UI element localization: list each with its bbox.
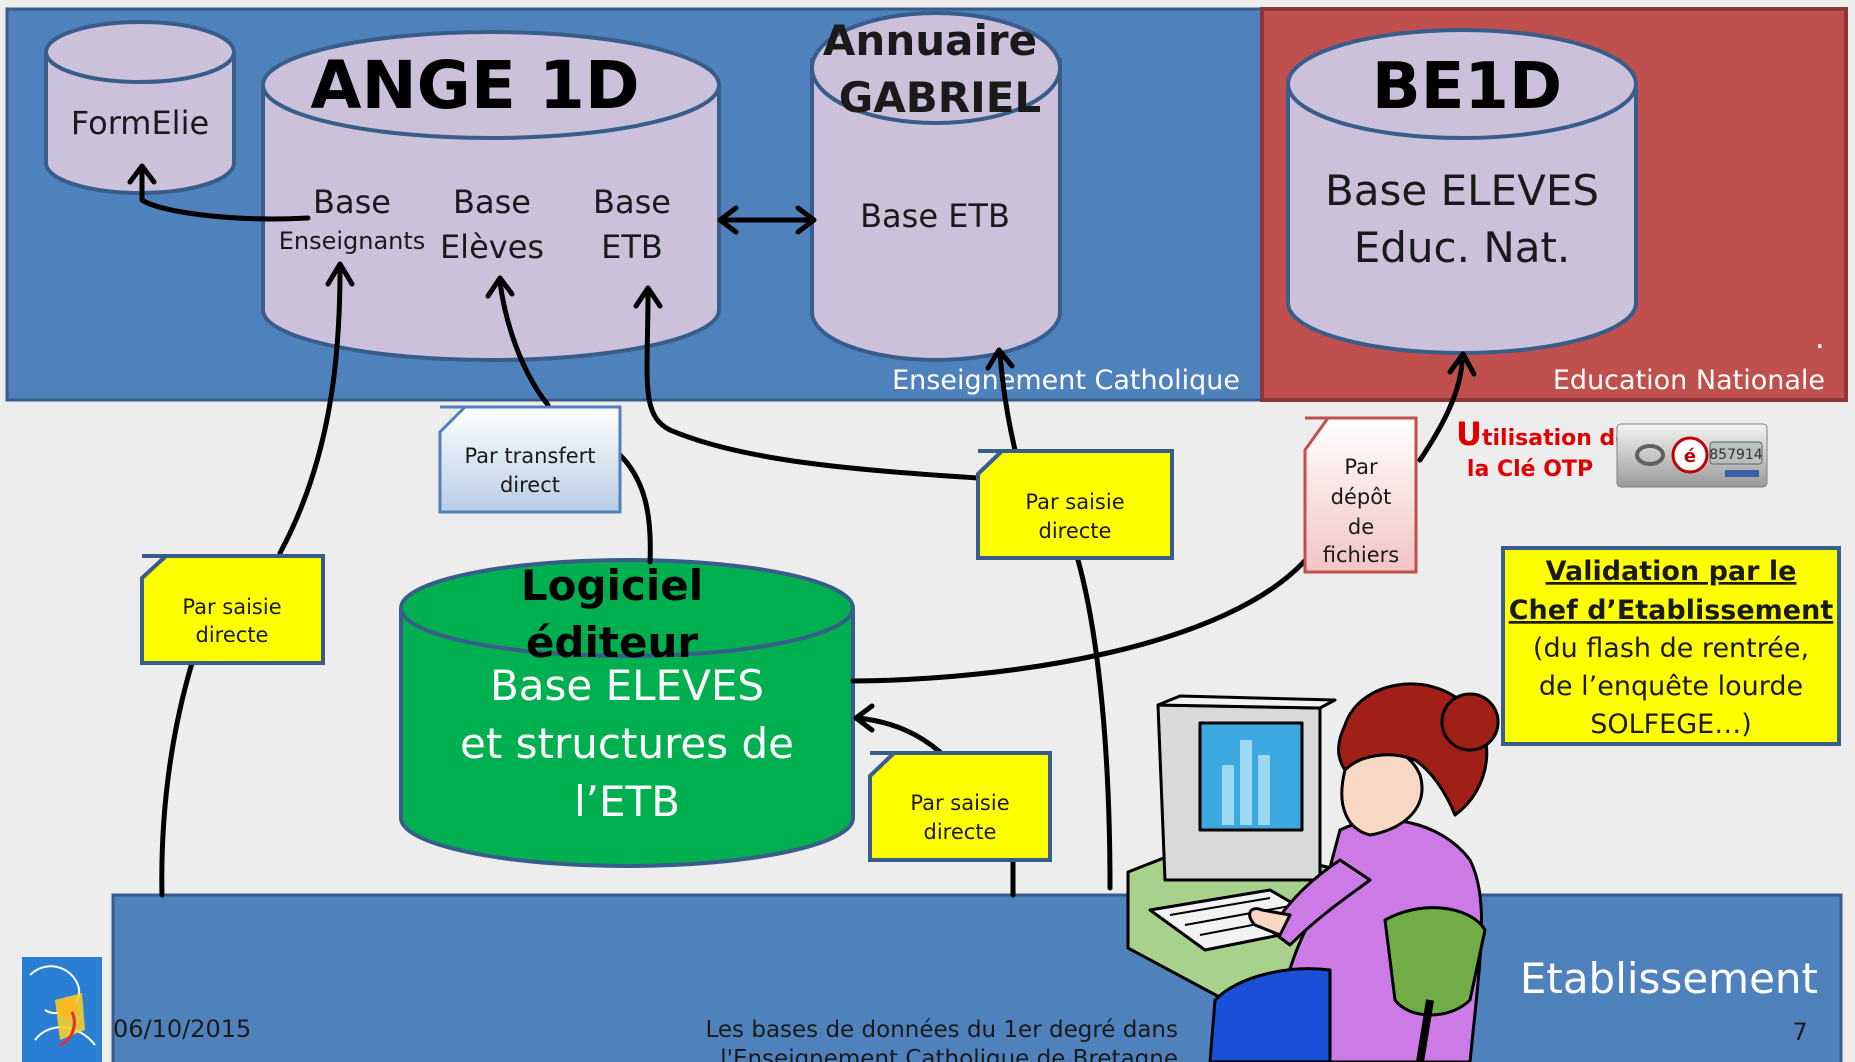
note-saisie-mid: Par saisie directe bbox=[976, 449, 1174, 560]
note-depot-4: fichiers bbox=[1323, 543, 1399, 567]
arrow-enseignants-formelie bbox=[139, 165, 311, 222]
line-logiciel-depot bbox=[850, 552, 1313, 684]
arrow-saisie-ange-etb bbox=[644, 289, 981, 481]
validation-title-1: Validation par le bbox=[1546, 556, 1797, 587]
logiciel-line-3: l’ETB bbox=[574, 777, 680, 826]
be1d-line-2: Educ. Nat. bbox=[1354, 223, 1571, 272]
validation-line-2: de l’enquête lourde bbox=[1539, 671, 1803, 702]
school-region bbox=[111, 893, 1843, 1062]
logiciel-database: Logiciel éditeur Base ELEVES et structur… bbox=[399, 558, 855, 868]
line-school-saisie-left bbox=[159, 660, 195, 898]
note-depot-1: Par bbox=[1344, 455, 1378, 479]
line-school-saisie-mid bbox=[1075, 557, 1113, 891]
connectors bbox=[127, 163, 1477, 898]
footer-page-number: 7 bbox=[1792, 1018, 1807, 1046]
arrowhead-enseignants bbox=[325, 261, 355, 287]
arrowhead-formelie bbox=[127, 163, 157, 185]
note-depot-2: dépôt bbox=[1331, 485, 1392, 509]
logiciel-line-1: Base ELEVES bbox=[490, 661, 764, 710]
national-dot: . bbox=[1815, 321, 1825, 356]
arrow-saisie-gabriel bbox=[997, 352, 1018, 453]
arrow-saisie-enseignants bbox=[277, 267, 343, 556]
note-saisie-left: Par saisie directe bbox=[140, 554, 325, 665]
gabriel-database: Annuaire GABRIEL Base ETB bbox=[810, 11, 1062, 362]
ange-database: ANGE 1D Base Enseignants Base Elèves Bas… bbox=[261, 30, 721, 362]
arrow-depot-be1d bbox=[1417, 359, 1465, 463]
be1d-database: BE1D Base ELEVES Educ. Nat. bbox=[1286, 28, 1638, 355]
formelie-database: FormElie bbox=[44, 20, 236, 195]
ange-base-eleves-1: Base bbox=[453, 183, 531, 221]
be1d-line-1: Base ELEVES bbox=[1325, 166, 1599, 215]
footer-date: 06/10/2015 bbox=[113, 1015, 251, 1043]
arrowhead-ange-etb bbox=[633, 285, 663, 309]
logiciel-title-2: éditeur bbox=[526, 618, 698, 667]
note-saisie-mid-2: directe bbox=[1039, 519, 1112, 543]
arrowhead-etb bbox=[717, 205, 739, 235]
ange-base-etb-1: Base bbox=[593, 183, 671, 221]
note-transfert-1: Par transfert bbox=[464, 444, 595, 468]
otp-rest: tilisation de bbox=[1482, 426, 1630, 451]
school-label: Etablissement bbox=[1520, 954, 1818, 1003]
ange-base-enseignants-2: Enseignants bbox=[279, 227, 426, 255]
svg-text:é: é bbox=[1684, 446, 1696, 467]
validation-box: Validation par le Chef d’Etablissement (… bbox=[1501, 546, 1841, 746]
otp-key-display: 857914 bbox=[1709, 447, 1763, 463]
validation-line-3: SOLFEGE…) bbox=[1590, 709, 1752, 740]
validation-title-2: Chef d’Etablissement bbox=[1509, 595, 1834, 626]
note-depot: Par dépôt de fichiers bbox=[1303, 416, 1418, 574]
footer-caption-1: Les bases de données du 1er degré dans bbox=[705, 1017, 1178, 1043]
diocese-logo bbox=[22, 957, 102, 1062]
note-transfert-2: direct bbox=[500, 473, 560, 497]
otp-label-line-1: Utilisation de bbox=[1456, 415, 1630, 453]
arrowhead-gabriel-bottom bbox=[985, 347, 1015, 371]
otp-initial: U bbox=[1456, 415, 1482, 453]
note-saisie-bottom-2: directe bbox=[924, 820, 997, 844]
arrowhead-gabriel bbox=[795, 205, 817, 235]
otp-label-line-2: la Clé OTP bbox=[1467, 457, 1593, 482]
catholic-label: Enseignement Catholique bbox=[892, 365, 1240, 396]
arrow-transfert-eleves bbox=[497, 279, 551, 408]
arrow-saisie-logiciel bbox=[855, 715, 943, 755]
arrowhead-logiciel bbox=[853, 703, 875, 733]
note-depot-3: de bbox=[1348, 515, 1374, 539]
note-saisie-left-2: directe bbox=[196, 623, 269, 647]
gabriel-base: Base ETB bbox=[860, 197, 1010, 235]
validation-line-1: (du flash de rentrée, bbox=[1533, 633, 1809, 664]
note-transfert: Par transfert direct bbox=[438, 405, 622, 514]
note-saisie-mid-1: Par saisie bbox=[1025, 490, 1124, 514]
ange-base-etb-2: ETB bbox=[601, 228, 663, 266]
woman-at-computer-illustration bbox=[1126, 682, 1500, 1062]
otp-key-icon: é 857914 bbox=[1616, 423, 1768, 488]
ange-title: ANGE 1D bbox=[310, 47, 639, 124]
gabriel-title-1: Annuaire bbox=[823, 16, 1037, 65]
logiciel-line-2: et structures de bbox=[460, 719, 794, 768]
note-saisie-bottom-1: Par saisie bbox=[910, 791, 1009, 815]
arrowhead-eleves bbox=[485, 275, 515, 299]
logiciel-title-1: Logiciel bbox=[521, 561, 703, 610]
ange-base-enseignants-1: Base bbox=[313, 183, 391, 221]
note-saisie-left-1: Par saisie bbox=[182, 595, 281, 619]
footer-caption-2: l'Enseignement Catholique de Bretagne bbox=[720, 1046, 1178, 1062]
note-saisie-bottom: Par saisie directe bbox=[868, 751, 1052, 862]
ange-base-eleves-2: Elèves bbox=[440, 228, 544, 266]
be1d-title: BE1D bbox=[1372, 50, 1562, 124]
formelie-label: FormElie bbox=[71, 104, 209, 142]
arrowhead-be1d bbox=[1447, 351, 1477, 377]
line-logiciel-transfert bbox=[617, 452, 653, 565]
gabriel-title-2: GABRIEL bbox=[839, 73, 1041, 122]
national-label: Education Nationale bbox=[1553, 365, 1825, 396]
